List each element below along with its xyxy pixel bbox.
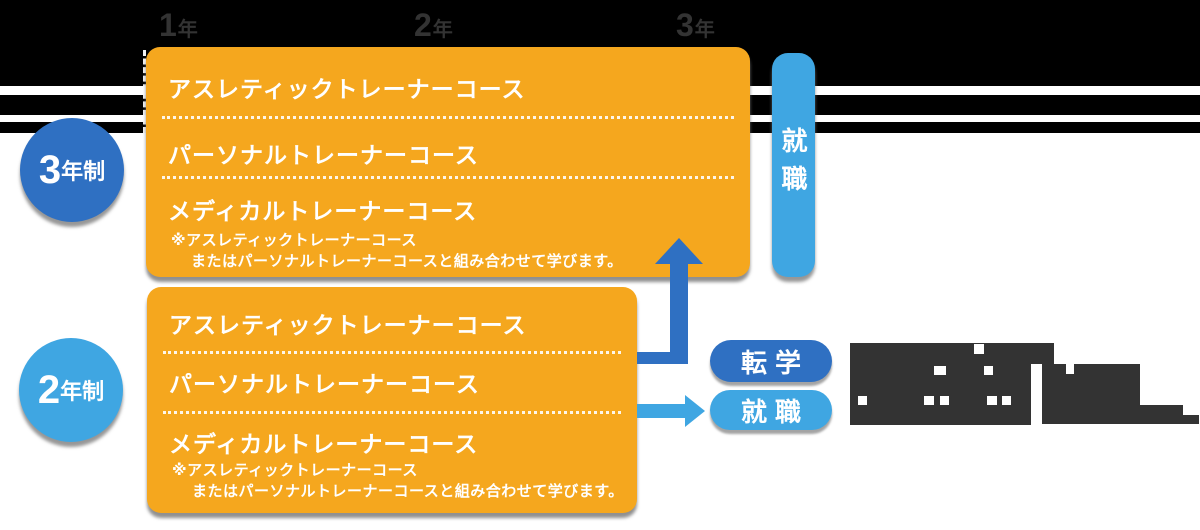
year-1-number: 1 — [159, 7, 177, 43]
year-label-3: 3 年 — [676, 8, 715, 42]
redacted-text-block — [1042, 415, 1199, 424]
employment-vertical-pill: 就職 — [772, 53, 815, 277]
badge-3-year-program: 3 年制 — [20, 118, 124, 222]
badge-2y-number: 2 — [37, 367, 61, 412]
course-box-3-year: アスレティックトレーナーコース パーソナルトレーナーコース メディカルトレーナー… — [146, 47, 750, 277]
redacted-gap — [1066, 364, 1074, 374]
dotted-separator — [162, 176, 734, 179]
badge-2y-suffix: 年制 — [60, 379, 105, 404]
employment-vertical-label: 就職 — [778, 127, 808, 203]
course-note-line-2: またはパーソナルトレーナーコースと組み合わせて学びます。 — [191, 253, 623, 270]
course-title: メディカルトレーナーコース — [169, 431, 479, 457]
redacted-gap — [1002, 396, 1011, 405]
course-title: アスレティックトレーナーコース — [169, 312, 527, 338]
year-3-suffix: 年 — [694, 19, 715, 41]
course-box-2-year: アスレティックトレーナーコース パーソナルトレーナーコース メディカルトレーナー… — [147, 287, 637, 513]
redacted-gap — [858, 396, 867, 405]
course-title: アスレティックトレーナーコース — [168, 76, 526, 102]
transfer-arrow-head-icon — [655, 238, 703, 264]
course-title: メディカルトレーナーコース — [168, 198, 478, 224]
redacted-gap — [1031, 364, 1042, 405]
year-label-2: 2 年 — [414, 8, 453, 42]
year-grid-dashed-line — [143, 50, 146, 133]
transfer-pill: 転学 — [710, 340, 832, 382]
redacted-gap — [984, 366, 993, 375]
employment-pill: 就職 — [710, 390, 832, 430]
course-title: パーソナルトレーナーコース — [169, 371, 480, 397]
redacted-text-block — [850, 343, 1054, 365]
badge-3y-number: 3 — [38, 147, 62, 192]
year-label-1: 1 年 — [159, 8, 198, 42]
course-title: パーソナルトレーナーコース — [168, 142, 479, 168]
year-2-number: 2 — [414, 7, 432, 43]
redacted-gap — [987, 396, 997, 405]
dotted-separator — [163, 351, 621, 354]
course-note-line-1: ※アスレティックトレーナーコース — [172, 462, 418, 479]
redacted-gap — [974, 344, 984, 354]
redacted-gap — [934, 366, 946, 375]
year-1-suffix: 年 — [177, 19, 198, 41]
dotted-separator — [163, 411, 621, 414]
employment-arrow-head-icon — [685, 395, 705, 427]
badge-3y-suffix: 年制 — [61, 159, 106, 184]
redacted-text-block — [1042, 405, 1183, 415]
employment-pill-label: 就職 — [740, 396, 809, 427]
course-note-line-1: ※アスレティックトレーナーコース — [171, 232, 417, 249]
redacted-gap — [940, 396, 949, 405]
redacted-gap — [924, 396, 934, 405]
badge-2-year-program: 2 年制 — [19, 338, 123, 442]
year-3-number: 3 — [676, 7, 694, 43]
year-2-suffix: 年 — [432, 19, 453, 41]
dotted-separator — [162, 116, 734, 119]
transfer-arrow-shaft — [670, 260, 688, 364]
employment-arrow-shaft — [637, 404, 685, 418]
redacted-text-block — [1042, 364, 1140, 405]
transfer-pill-label: 転学 — [740, 347, 809, 378]
course-note-line-2: またはパーソナルトレーナーコースと組み合わせて学びます。 — [192, 483, 624, 500]
